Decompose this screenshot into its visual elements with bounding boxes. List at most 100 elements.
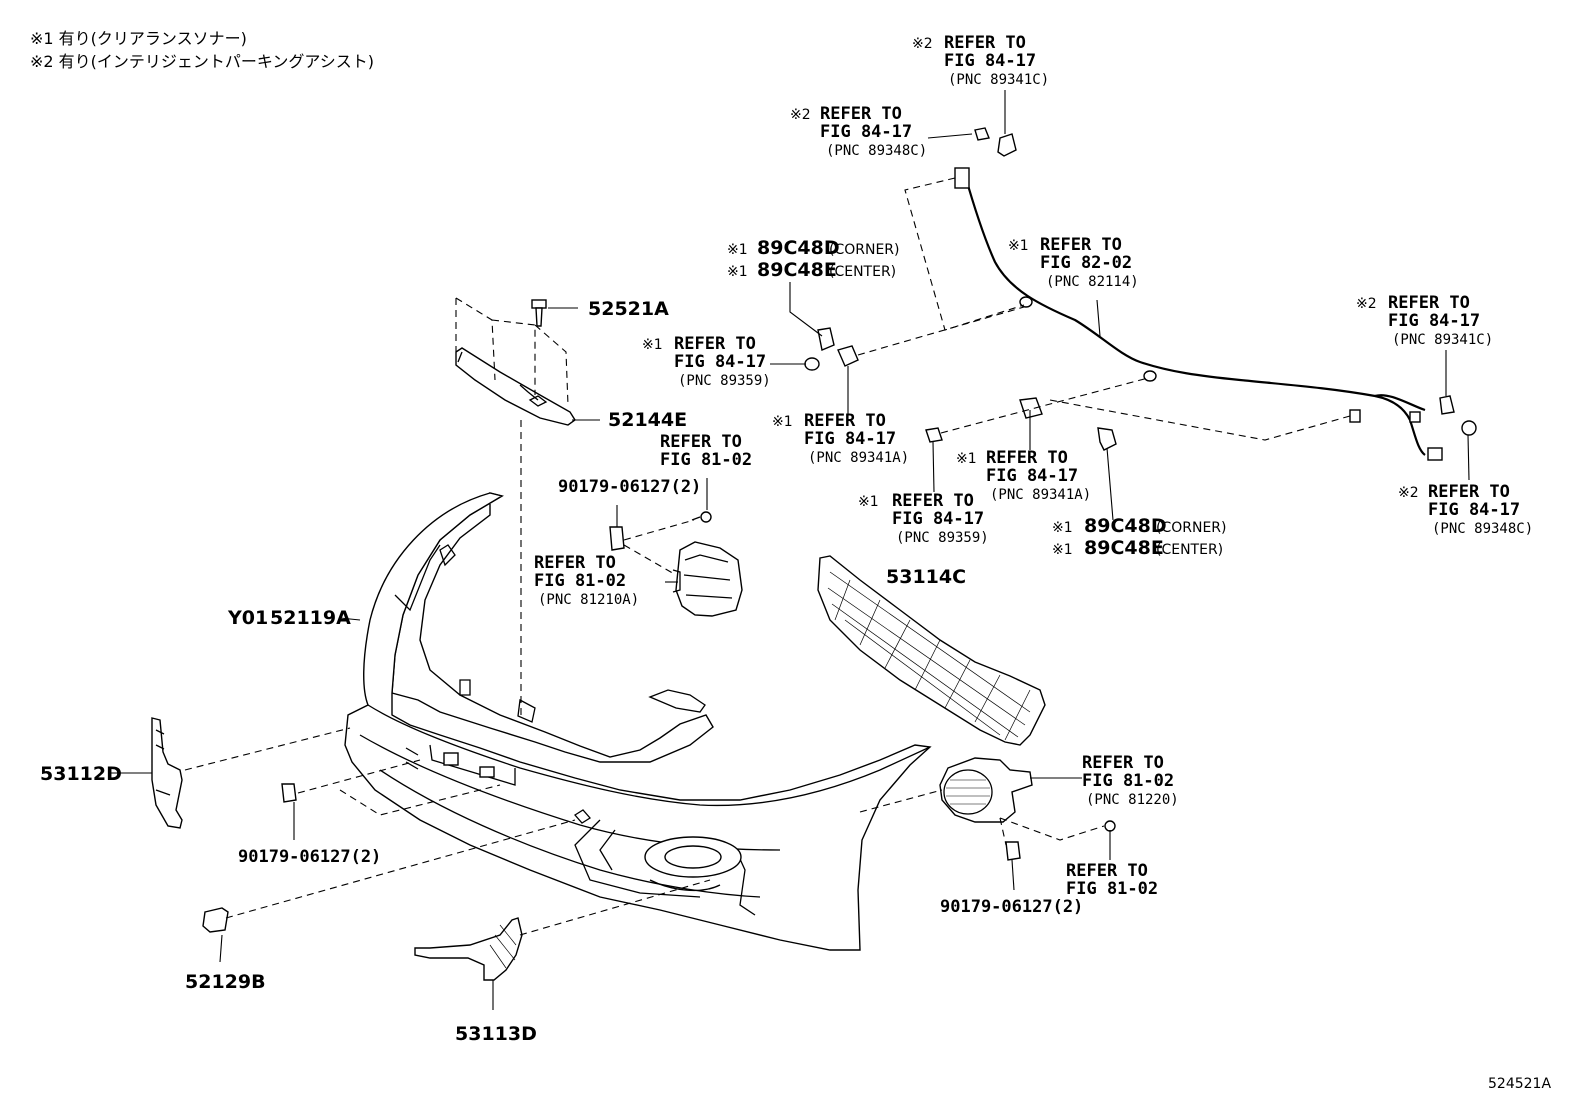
sensor-89341A-upper[interactable] <box>837 345 859 367</box>
ref-label-8: ※1 REFER TO FIG 84-17 (PNC 89359) <box>858 491 989 546</box>
svg-text:※1: ※1 <box>1052 520 1073 536</box>
svg-text:※1: ※1 <box>858 494 879 510</box>
clip-90179-right[interactable] <box>1005 841 1021 861</box>
ref-label-11: REFER TO FIG 81-02 (PNC 81210A) <box>534 553 639 608</box>
fog-lamp-bracket-81210A[interactable] <box>672 541 743 617</box>
svg-text:※2: ※2 <box>1398 485 1419 501</box>
svg-text:(PNC 89348C): (PNC 89348C) <box>826 143 927 159</box>
ref-label-5: ※1 REFER TO FIG 84-17 (PNC 89359) <box>642 334 771 389</box>
svg-text:※2: ※2 <box>912 36 933 52</box>
svg-text:FIG 81-02: FIG 81-02 <box>534 571 626 591</box>
note-1: ※1 有り(クリアランスソナー) <box>30 29 247 48</box>
svg-text:FIG 82-02: FIG 82-02 <box>1040 253 1132 273</box>
svg-text:FIG 84-17: FIG 84-17 <box>804 429 896 449</box>
svg-text:(PNC 89341A): (PNC 89341A) <box>808 450 909 466</box>
svg-text:(CORNER): (CORNER) <box>829 242 900 258</box>
wire-harness-82114[interactable] <box>954 167 1443 461</box>
svg-text:89C48D: 89C48D <box>757 237 840 259</box>
svg-text:FIG 84-17: FIG 84-17 <box>1388 311 1480 331</box>
fog-cover-53113D[interactable] <box>414 917 523 981</box>
label-52129B: 52129B <box>185 971 266 993</box>
clip-52521A[interactable] <box>531 299 547 327</box>
connector-89341C-top[interactable] <box>997 133 1017 157</box>
svg-text:(CORNER): (CORNER) <box>1156 520 1227 536</box>
ref-label-10: REFER TO FIG 81-02 <box>660 432 752 470</box>
svg-text:REFER TO: REFER TO <box>534 553 616 573</box>
svg-text:(PNC 89348C): (PNC 89348C) <box>1432 521 1533 537</box>
svg-text:(PNC 89359): (PNC 89359) <box>678 373 771 389</box>
sensor-89C48D-lower[interactable] <box>1097 427 1117 451</box>
towhook-cover-52129B[interactable] <box>202 907 229 933</box>
sensor-label-bottom: ※1 89C48D (CORNER) ※1 89C48E (CENTER) <box>1052 515 1227 559</box>
svg-text:(PNC 89341A): (PNC 89341A) <box>990 487 1091 503</box>
svg-text:FIG 84-17: FIG 84-17 <box>986 466 1078 486</box>
note-2: ※2 有り(インテリジェントパーキングアシスト) <box>30 52 374 71</box>
svg-text:REFER TO: REFER TO <box>804 411 886 431</box>
svg-text:REFER TO: REFER TO <box>1082 753 1164 773</box>
ref-label-2: ※2 REFER TO FIG 84-17 (PNC 89348C) <box>790 104 927 159</box>
ring-89359-upper[interactable] <box>804 357 820 371</box>
bolt-left[interactable] <box>691 511 712 523</box>
leader-lines <box>108 90 1470 1010</box>
label-52144E: 52144E <box>608 409 687 431</box>
label-Y01-prefix: Y01 <box>227 607 268 629</box>
label-bolt-lower-left: 90179-06127(2) <box>238 847 381 867</box>
svg-text:※1: ※1 <box>1052 542 1073 558</box>
svg-text:FIG 81-02: FIG 81-02 <box>1082 771 1174 791</box>
ref-label-13: REFER TO FIG 81-02 <box>1066 861 1158 899</box>
svg-text:89C48D: 89C48D <box>1084 515 1167 537</box>
sensor-89341A-lower[interactable] <box>1019 397 1043 419</box>
assembly-lines <box>184 177 1351 936</box>
svg-text:REFER TO: REFER TO <box>944 33 1026 53</box>
svg-text:(PNC 89341C): (PNC 89341C) <box>1392 332 1493 348</box>
svg-text:(CENTER): (CENTER) <box>1156 542 1223 558</box>
ref-label-9: ※2 REFER TO FIG 84-17 (PNC 89348C) <box>1398 482 1533 537</box>
svg-text:FIG 84-17: FIG 84-17 <box>892 509 984 529</box>
ring-89359-lower[interactable] <box>925 427 943 443</box>
svg-text:※1: ※1 <box>1008 238 1029 254</box>
svg-text:(PNC 81210A): (PNC 81210A) <box>538 592 639 608</box>
svg-text:REFER TO: REFER TO <box>674 334 756 354</box>
grille-53114C[interactable] <box>817 555 1046 746</box>
retainer-52144E[interactable] <box>455 347 576 426</box>
label-bolt-upper: 90179-06127(2) <box>558 477 701 497</box>
svg-text:※1: ※1 <box>772 414 793 430</box>
clip-90179-left[interactable] <box>609 526 625 551</box>
svg-text:(PNC 82114): (PNC 82114) <box>1046 274 1139 290</box>
svg-text:REFER TO: REFER TO <box>986 448 1068 468</box>
svg-text:(PNC 89341C): (PNC 89341C) <box>948 72 1049 88</box>
label-53112D: 53112D <box>40 763 122 785</box>
retainer-53112D[interactable] <box>151 717 183 829</box>
svg-text:FIG 81-02: FIG 81-02 <box>1066 879 1158 899</box>
ref-label-1: ※2 REFER TO FIG 84-17 (PNC 89341C) <box>912 33 1049 88</box>
svg-text:※1: ※1 <box>727 264 748 280</box>
ref-label-6: ※1 REFER TO FIG 84-17 (PNC 89341A) <box>772 411 909 466</box>
svg-text:(PNC 81220): (PNC 81220) <box>1086 792 1179 808</box>
svg-text:REFER TO: REFER TO <box>892 491 974 511</box>
svg-text:REFER TO: REFER TO <box>1066 861 1148 881</box>
sensor-89348C-top[interactable] <box>974 127 990 141</box>
label-52119A: 52119A <box>270 607 351 629</box>
svg-text:89C48E: 89C48E <box>757 259 837 281</box>
svg-text:FIG 81-02: FIG 81-02 <box>660 450 752 470</box>
svg-text:(PNC 89359): (PNC 89359) <box>896 530 989 546</box>
sensor-89C48D-upper[interactable] <box>817 327 835 351</box>
sensor-label-top: ※1 89C48D (CORNER) ※1 89C48E (CENTER) <box>727 237 900 281</box>
svg-text:※1: ※1 <box>956 451 977 467</box>
svg-text:※2: ※2 <box>790 107 811 123</box>
svg-text:FIG 84-17: FIG 84-17 <box>820 122 912 142</box>
connector-89341C-right[interactable] <box>1439 395 1455 415</box>
bumper-cover-52119A[interactable] <box>344 492 932 951</box>
svg-text:89C48E: 89C48E <box>1084 537 1164 559</box>
svg-text:(CENTER): (CENTER) <box>829 264 896 280</box>
svg-text:※1: ※1 <box>642 337 663 353</box>
fog-lamp-81220[interactable] <box>939 757 1033 823</box>
clip-90179-lower-left[interactable] <box>281 783 297 803</box>
ref-label-4: ※2 REFER TO FIG 84-17 (PNC 89341C) <box>1356 293 1493 348</box>
svg-text:REFER TO: REFER TO <box>1428 482 1510 502</box>
bolt-right[interactable] <box>1104 820 1116 832</box>
sensor-89348C-right[interactable] <box>1461 420 1477 436</box>
svg-text:※1: ※1 <box>727 242 748 258</box>
svg-text:FIG 84-17: FIG 84-17 <box>674 352 766 372</box>
